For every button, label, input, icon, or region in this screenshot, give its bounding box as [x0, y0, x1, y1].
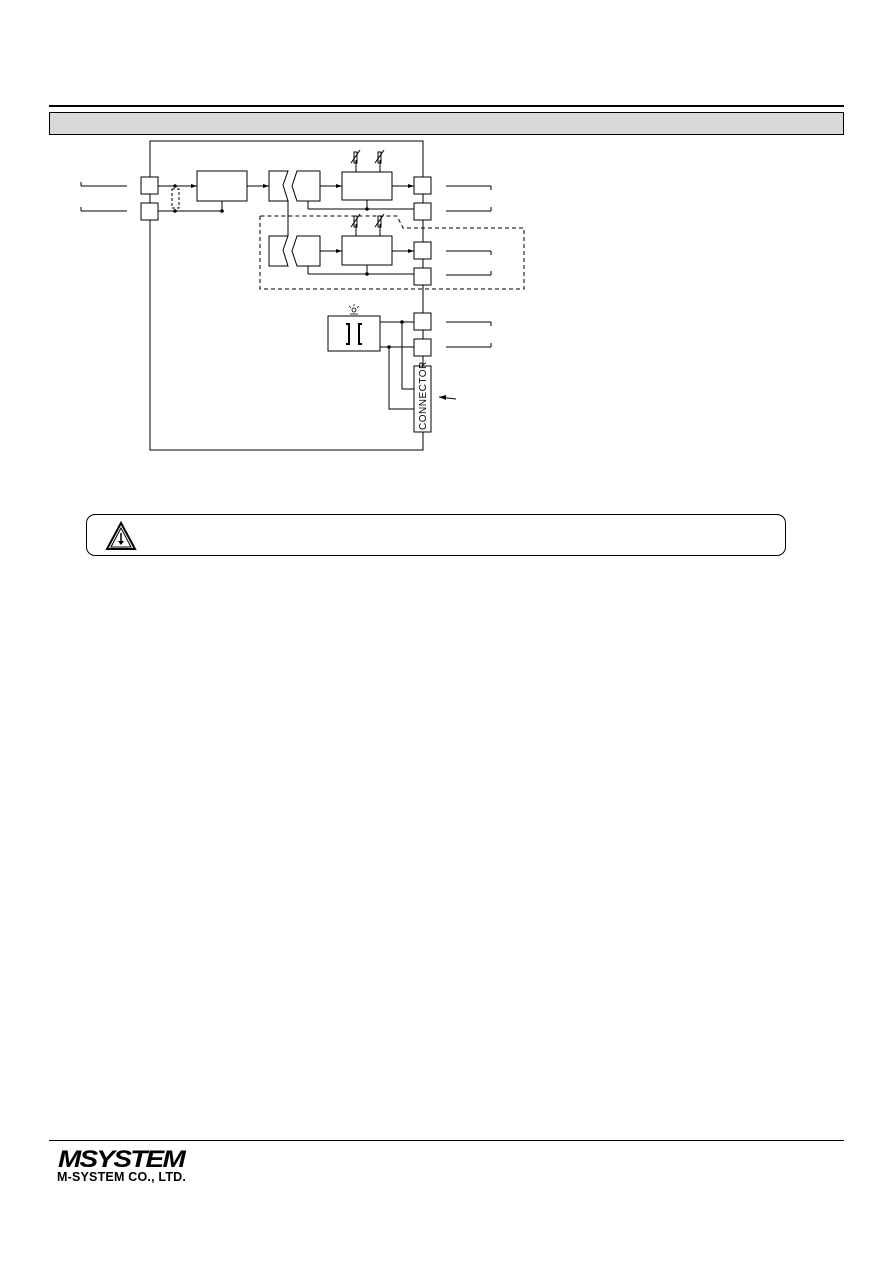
footer-rule	[49, 1140, 844, 1141]
block-diagram: CONNECTOR	[80, 140, 525, 451]
power-terminal-1	[413, 312, 432, 331]
signal-arrowheads	[191, 184, 446, 400]
adjustment-trimmer-icons	[350, 149, 385, 228]
input-jumper-dashed	[171, 188, 180, 209]
input-terminal-1	[140, 176, 159, 195]
output-terminal-3	[413, 241, 432, 260]
lamp-icon	[348, 304, 360, 315]
input-terminal-2	[140, 202, 159, 221]
warning-notice-box	[86, 514, 786, 556]
isolation-transformer-1	[268, 170, 289, 202]
input-circuit-block	[196, 170, 248, 202]
optional-output-2-outline	[259, 215, 525, 290]
power-terminal-2	[413, 338, 432, 357]
power-transformer-icon	[346, 323, 362, 345]
junction-dots	[173, 184, 404, 349]
msystem-logo: MSYSTEM	[58, 1146, 188, 1172]
svg-text:MSYSTEM: MSYSTEM	[58, 1146, 187, 1172]
section-header-bar	[49, 112, 844, 135]
output-circuit-block-2	[341, 235, 393, 266]
output-terminal-4	[413, 267, 432, 286]
output-terminal-1	[413, 176, 432, 195]
module-enclosure	[149, 140, 424, 451]
isolation-transformer-2	[268, 235, 289, 267]
output-terminal-2	[413, 202, 432, 221]
company-name: M-SYSTEM CO., LTD.	[57, 1170, 187, 1184]
warning-triangle-icon	[105, 521, 137, 550]
power-supply-block	[327, 315, 381, 352]
connector-label: CONNECTOR	[418, 361, 429, 430]
header-rule	[49, 105, 844, 107]
output-circuit-block-1	[341, 171, 393, 201]
